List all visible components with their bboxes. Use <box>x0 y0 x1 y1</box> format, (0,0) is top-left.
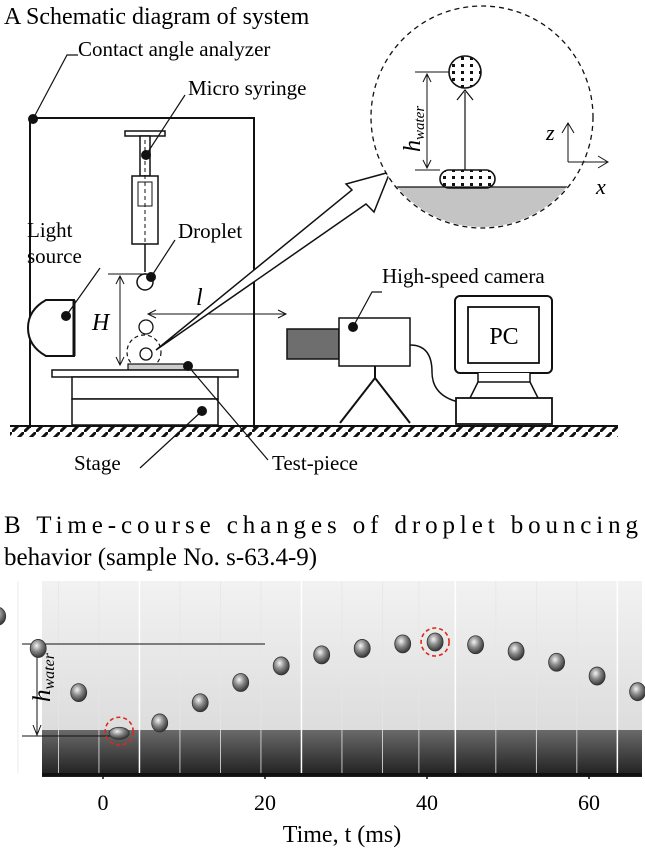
label-light-source-line1: Light <box>27 218 73 242</box>
x-axis-ticks: 020406080100120 <box>98 773 600 815</box>
label-test-piece: Test-piece <box>272 451 358 475</box>
droplet-mark <box>191 693 209 713</box>
droplet-mark <box>353 639 371 658</box>
height-dimension <box>108 273 145 367</box>
droplet-mark <box>272 656 290 676</box>
h-water-label: hwater <box>29 652 58 702</box>
label-micro-syringe: Micro syringe <box>188 76 306 100</box>
label-stage: Stage <box>74 451 121 475</box>
high-speed-camera <box>286 291 471 424</box>
stage-assembly <box>51 361 269 469</box>
droplet-mark <box>70 683 88 702</box>
label-distance: l <box>196 285 203 311</box>
photo-strip <box>17 581 642 777</box>
droplet-mark <box>151 713 169 733</box>
panel-b-title-line2: behavior (sample No. s-63.4-9) <box>4 544 317 571</box>
droplet-track <box>0 607 645 740</box>
highlight-circle <box>420 627 450 657</box>
label-high-speed-camera: High-speed camera <box>382 264 545 288</box>
zoom-inset <box>370 5 594 229</box>
x-tick-label: 0 <box>98 790 109 815</box>
droplet-mark <box>467 635 485 655</box>
pc <box>454 295 553 425</box>
inset-h-label: hwater <box>400 106 428 152</box>
axis-indicator <box>561 122 609 169</box>
droplet-mark <box>29 639 47 658</box>
droplet-mark <box>426 632 444 652</box>
x-tick-label: 40 <box>416 790 438 815</box>
x-axis-label: Time, t (ms) <box>283 822 401 848</box>
droplet-mark <box>629 682 645 702</box>
highlight-circle <box>104 716 134 747</box>
droplet-mark <box>313 645 331 665</box>
light-source <box>26 267 101 357</box>
contact-angle-analyzer <box>28 54 255 428</box>
droplet-mark <box>588 666 606 686</box>
droplet <box>126 239 176 370</box>
droplet-mark <box>507 641 525 661</box>
label-height: H <box>91 310 111 336</box>
x-tick-label: 60 <box>578 790 600 815</box>
highlight-circles <box>104 627 450 747</box>
ground <box>10 425 618 437</box>
label-pc: PC <box>489 324 518 350</box>
label-light-source-line2: source <box>27 244 82 268</box>
axis-z-label: z <box>545 120 555 145</box>
distance-dimension <box>146 309 288 319</box>
label-contact-angle-analyzer: Contact angle analyzer <box>78 37 270 61</box>
droplet-mark <box>0 607 7 626</box>
micro-syringe <box>124 94 186 275</box>
panel-a-title: A Schematic diagram of system <box>4 4 310 30</box>
droplet-mark <box>548 652 565 672</box>
droplet-mark <box>394 634 412 654</box>
axis-x-label: x <box>595 174 606 199</box>
droplet-mark <box>108 726 130 740</box>
label-droplet: Droplet <box>178 219 242 243</box>
panel-b-title: B Time-course changes of droplet bouncin… <box>4 512 639 571</box>
x-tick-label: 20 <box>254 790 276 815</box>
panel-b-title-line1: B Time-course changes of droplet bouncin… <box>4 512 639 539</box>
droplet-mark <box>232 673 250 692</box>
